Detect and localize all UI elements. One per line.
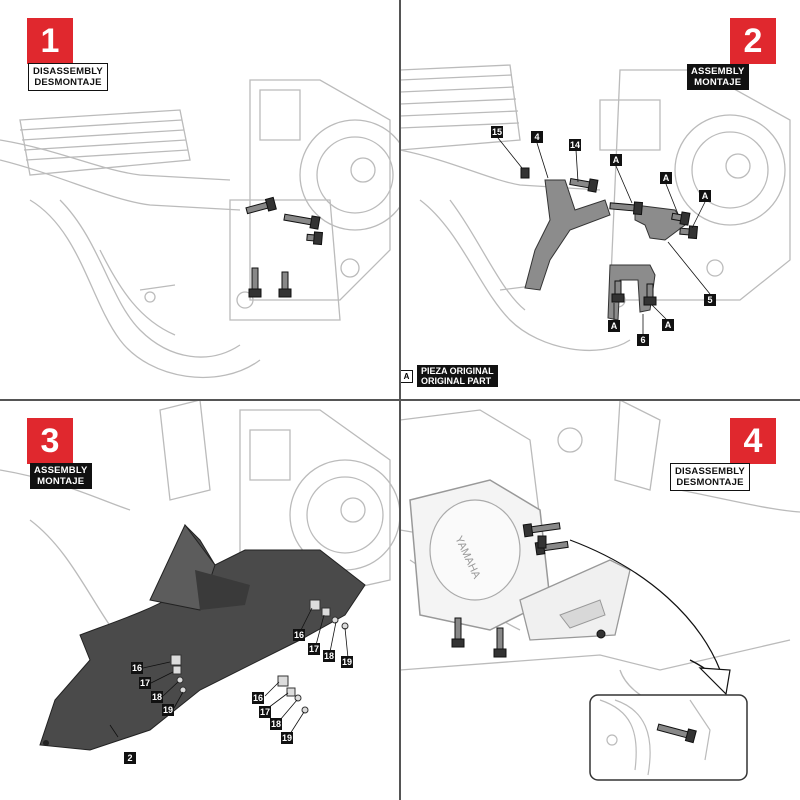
mode-label: DISASSEMBLY DESMONTAJE	[670, 463, 750, 491]
callout-17: 17	[259, 706, 272, 718]
callout-16: 16	[293, 629, 306, 641]
callout-15: 15	[491, 126, 504, 138]
mode-label: ASSEMBLY MONTAJE	[687, 64, 749, 90]
step-number: 1	[27, 18, 73, 64]
legend-line-en: ORIGINAL PART	[421, 376, 492, 386]
callout-18: 18	[270, 718, 283, 730]
step-1-illustration	[0, 79, 400, 378]
step-3-panel: 3 ASSEMBLY MONTAJE 16 17 18 19 16 17 18 …	[0, 400, 400, 800]
mode-label: ASSEMBLY MONTAJE	[30, 463, 92, 489]
callout-19: 19	[281, 732, 294, 744]
callout-16: 16	[252, 692, 265, 704]
step-number: 2	[730, 18, 776, 64]
step-number: 4	[730, 418, 776, 464]
callout-18: 18	[323, 650, 336, 662]
original-part-legend: A PIEZA ORIGINAL ORIGINAL PART	[400, 365, 498, 387]
callout-a-original-part: A	[699, 190, 711, 202]
mode-label: DISASSEMBLY DESMONTAJE	[28, 63, 108, 91]
callout-18: 18	[151, 691, 164, 703]
callout-19: 19	[162, 704, 175, 716]
callout-17: 17	[308, 643, 321, 655]
callout-5: 5	[704, 294, 716, 306]
callout-6: 6	[637, 334, 649, 346]
legend-marker: A	[400, 369, 413, 383]
legend-line-es: PIEZA ORIGINAL	[421, 366, 494, 376]
callout-19: 19	[341, 656, 354, 668]
step-1-panel: 1 DISASSEMBLY DESMONTAJE	[0, 0, 400, 400]
legend-text: PIEZA ORIGINAL ORIGINAL PART	[417, 365, 498, 387]
callout-a-original-part: A	[608, 320, 620, 332]
step-4-illustration: YAMAHA	[400, 400, 800, 781]
callout-16: 16	[131, 662, 144, 674]
callout-a-original-part: A	[610, 154, 622, 166]
step-3-illustration	[0, 400, 400, 751]
callout-14: 14	[569, 139, 582, 151]
callout-a-original-part: A	[662, 319, 674, 331]
callout-17: 17	[139, 677, 152, 689]
step-4-panel: YAMAHA 4 DISASSEMBLY DESMONTAJE	[400, 400, 800, 800]
callout-2: 2	[124, 752, 136, 764]
horizontal-divider	[0, 399, 800, 401]
callout-4: 4	[531, 131, 543, 143]
step-number: 3	[27, 418, 73, 464]
step-2-illustration	[400, 64, 791, 352]
step-2-panel: 2 ASSEMBLY MONTAJE 15 4 14 A A A 5 A 6 A…	[400, 0, 800, 400]
callout-a-original-part: A	[660, 172, 672, 184]
